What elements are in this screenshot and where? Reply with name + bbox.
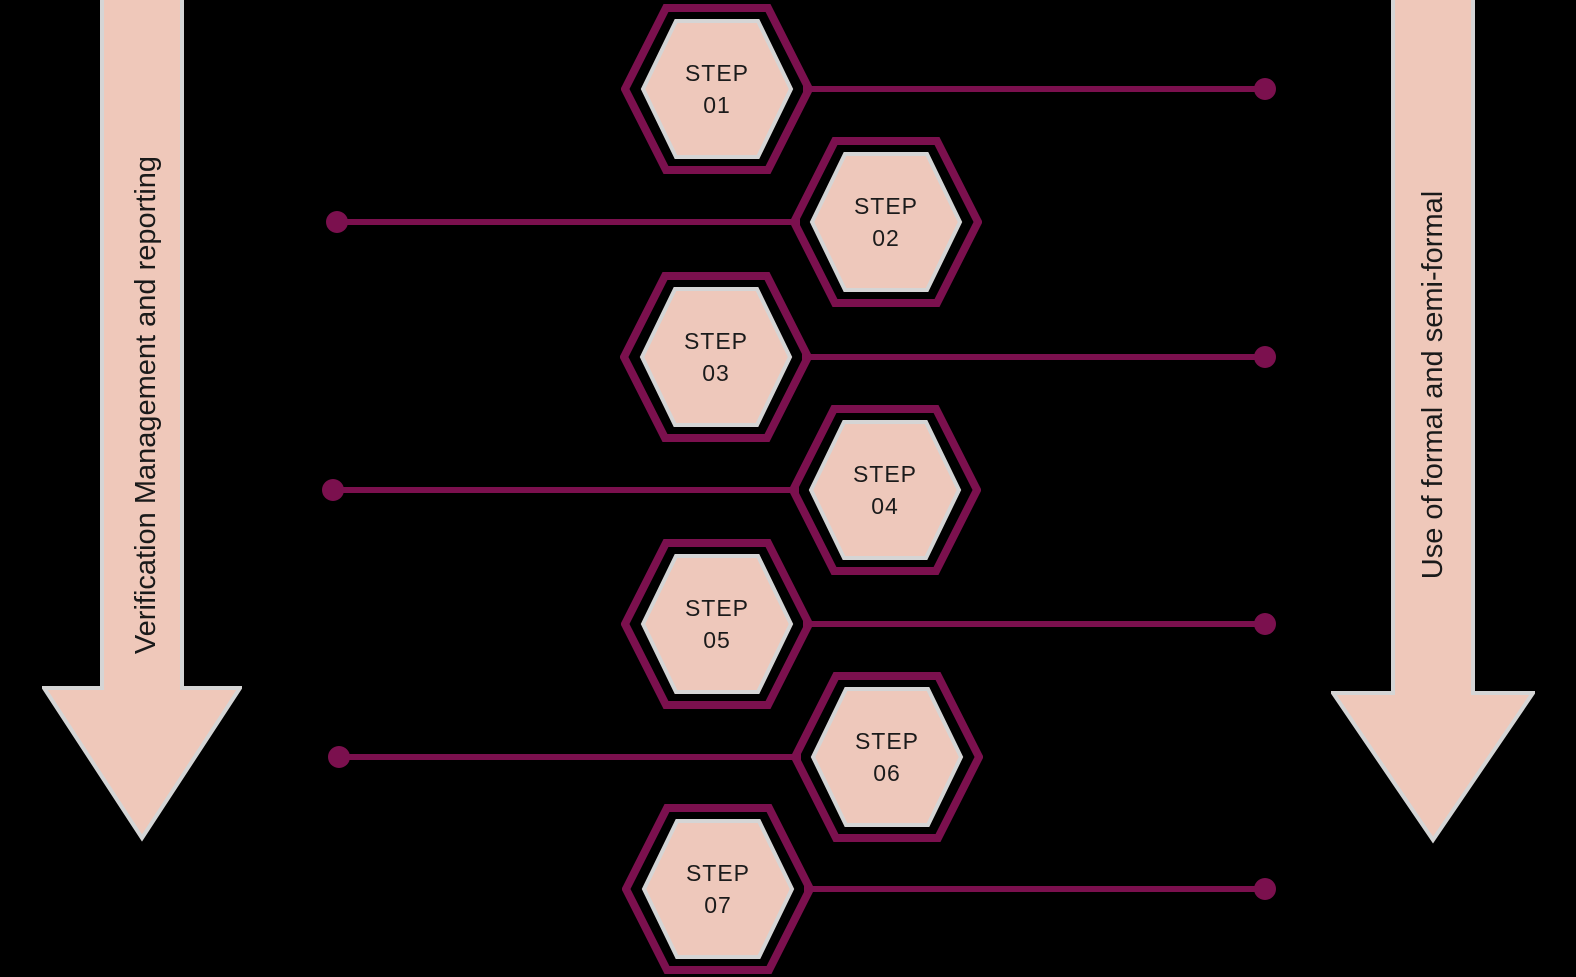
step-number: 02 [872,225,900,251]
step-label: STEP 06 [791,669,983,845]
hexagon-shape-icon [790,137,982,307]
endpoint-dot-step-04 [322,479,344,501]
step-title: STEP [684,60,750,86]
hexagon-shape-icon [621,4,813,174]
step-number: 01 [703,92,731,118]
endpoint-dot-step-05 [1254,613,1276,635]
step-04-hexagon: STEP 04 [789,402,981,578]
step-label: STEP 05 [621,536,813,712]
step-label: STEP 01 [621,1,813,177]
step-07-hexagon: STEP 07 [622,801,814,977]
step-05-hexagon: STEP 05 [621,536,813,712]
step-label: STEP 04 [789,402,981,578]
connector-line-step-02 [337,219,800,225]
hexagon-shape-icon [622,804,814,974]
step-label: STEP 03 [620,269,812,445]
left-arrow-label: Verification Management and reporting [129,155,162,655]
connector-line-step-01 [803,86,1265,92]
connector-line-step-07 [804,886,1265,892]
step-title: STEP [854,728,920,754]
endpoint-dot-step-06 [328,746,350,768]
connector-line-step-04 [333,487,799,493]
down-arrow-left [42,0,242,842]
endpoint-dot-step-02 [326,211,348,233]
step-label: STEP 07 [622,801,814,977]
step-02-hexagon: STEP 02 [790,134,982,310]
step-number: 04 [871,493,899,519]
hexagon-shape-icon [620,272,812,442]
step-number: 03 [702,360,730,386]
step-03-hexagon: STEP 03 [620,269,812,445]
hexagon-shape-icon [791,672,983,842]
endpoint-dot-step-03 [1254,346,1276,368]
step-number: 06 [873,760,901,786]
step-title: STEP [683,328,749,354]
step-title: STEP [684,595,750,621]
connector-line-step-05 [803,621,1265,627]
connector-line-step-03 [802,354,1265,360]
step-06-hexagon: STEP 06 [791,669,983,845]
step-number: 05 [703,627,731,653]
step-label: STEP 02 [790,134,982,310]
endpoint-dot-step-07 [1254,878,1276,900]
step-title: STEP [853,193,919,219]
right-arrow-label: Use of formal and semi-formal [1416,190,1449,580]
hexagon-shape-icon [789,405,981,575]
hexagon-shape-icon [621,539,813,709]
down-arrow-right [1331,0,1535,844]
step-01-hexagon: STEP 01 [621,1,813,177]
connector-line-step-06 [339,754,801,760]
endpoint-dot-step-01 [1254,78,1276,100]
step-number: 07 [704,892,732,918]
step-title: STEP [685,860,751,886]
step-title: STEP [852,461,918,487]
